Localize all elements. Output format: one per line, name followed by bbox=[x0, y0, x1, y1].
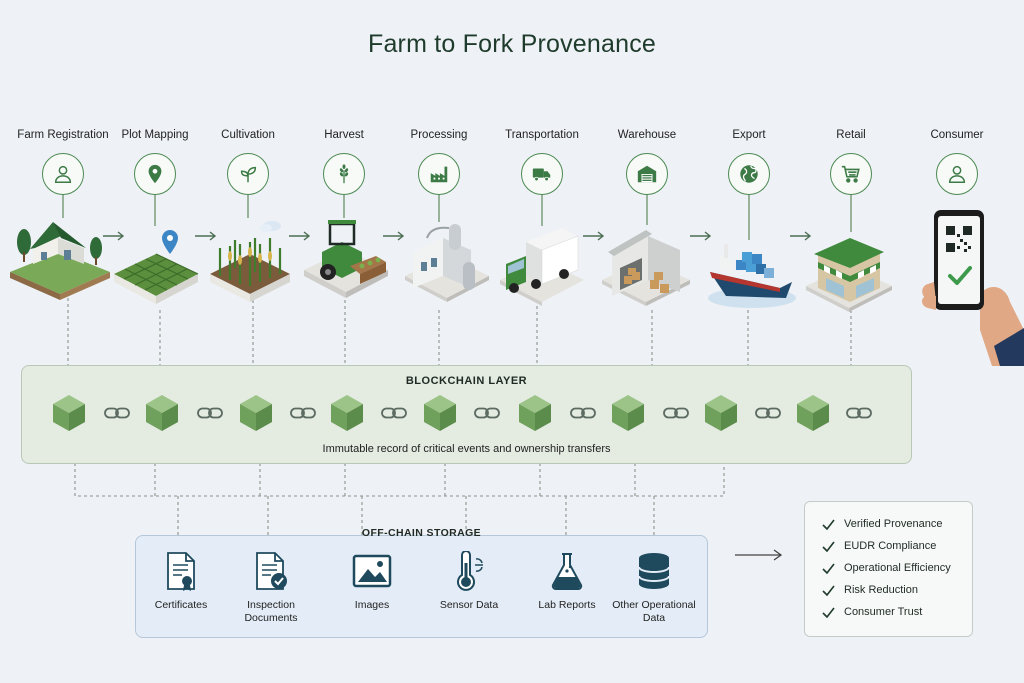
offchain-item-label: Certificates bbox=[154, 599, 208, 611]
harvest-tractor-illustration bbox=[304, 220, 388, 298]
flask-icon bbox=[551, 553, 583, 590]
chain-link-icon bbox=[663, 407, 689, 419]
chain-link-icon bbox=[570, 407, 596, 419]
stage-transportation: Transportation bbox=[495, 111, 589, 195]
stage-label: Consumer bbox=[930, 129, 984, 142]
blockchain-title: BLOCKCHAIN LAYER bbox=[405, 375, 528, 387]
shopping-cart-icon bbox=[830, 153, 872, 195]
image-icon bbox=[352, 554, 392, 588]
stage-label: Cultivation bbox=[221, 129, 275, 142]
thermometer-icon bbox=[457, 551, 483, 591]
truck-icon bbox=[521, 153, 563, 195]
stage-label: Harvest bbox=[324, 129, 364, 142]
database-icon bbox=[638, 553, 670, 589]
wheat-icon bbox=[323, 153, 365, 195]
check-icon bbox=[822, 607, 835, 618]
warehouse-illustration bbox=[602, 230, 690, 306]
stage-label: Retail bbox=[836, 129, 866, 142]
stage-retail: Retail bbox=[804, 111, 898, 195]
cultivation-field-illustration bbox=[210, 221, 290, 302]
plot-mapping-illustration bbox=[114, 230, 199, 304]
chain-link-icon bbox=[197, 407, 223, 419]
chain-link-icon bbox=[474, 407, 500, 419]
diagram-title: Farm to Fork Provenance bbox=[367, 30, 657, 58]
offchain-item-label: Lab Reports bbox=[538, 599, 596, 611]
chain-link-icon bbox=[104, 407, 130, 419]
stage-cultivation: Cultivation bbox=[201, 111, 295, 195]
block-cube-icon bbox=[612, 395, 644, 431]
benefit-item: Consumer Trust bbox=[822, 606, 922, 618]
stage-harvest: Harvest bbox=[297, 111, 391, 195]
certificate-icon bbox=[167, 552, 195, 591]
factory-icon bbox=[418, 153, 460, 195]
check-icon bbox=[822, 519, 835, 530]
benefit-label: Risk Reduction bbox=[844, 584, 918, 596]
benefit-label: EUDR Compliance bbox=[844, 540, 937, 552]
globe-icon bbox=[728, 153, 770, 195]
offchain-item-images: Images bbox=[327, 551, 417, 612]
stage-consumer: Consumer bbox=[910, 111, 1004, 195]
block-cube-icon bbox=[519, 395, 551, 431]
offchain-item-certificates: Certificates bbox=[136, 551, 226, 612]
check-icon bbox=[822, 541, 835, 552]
block-cube-icon bbox=[797, 395, 829, 431]
block-cube-icon bbox=[146, 395, 178, 431]
user-icon bbox=[42, 153, 84, 195]
cargo-ship-illustration bbox=[708, 244, 796, 308]
block-cube-icon bbox=[705, 395, 737, 431]
stage-warehouse: Warehouse bbox=[600, 111, 694, 195]
offchain-item-label: Sensor Data bbox=[439, 599, 499, 611]
stage-label: Processing bbox=[410, 129, 468, 142]
chain-link-icon bbox=[846, 407, 872, 419]
transport-truck-illustration bbox=[500, 228, 584, 306]
smartphone-qr-illustration bbox=[922, 210, 1024, 366]
stage-label: Warehouse bbox=[617, 129, 677, 142]
benefit-item: Verified Provenance bbox=[822, 518, 942, 530]
benefit-item: EUDR Compliance bbox=[822, 540, 936, 552]
benefit-item: Risk Reduction bbox=[822, 584, 918, 596]
offchain-item-lab-reports: Lab Reports bbox=[522, 551, 612, 612]
inspection-document-icon bbox=[256, 552, 287, 590]
check-icon bbox=[822, 585, 835, 596]
check-icon bbox=[822, 563, 835, 574]
stage-label: Transportation bbox=[505, 129, 579, 142]
offchain-item-label: Inspection Documents bbox=[244, 599, 298, 624]
offchain-item-label: Other Operational Data bbox=[612, 599, 696, 624]
user-icon bbox=[936, 153, 978, 195]
offchain-item-other-operational-data: Other Operational Data bbox=[609, 551, 699, 624]
offchain-item-sensor-data: Sensor Data bbox=[424, 551, 514, 612]
stage-plot-mapping: Plot Mapping bbox=[108, 111, 202, 195]
stage-processing: Processing bbox=[392, 111, 486, 195]
map-pin-icon bbox=[134, 153, 176, 195]
sprout-icon bbox=[227, 153, 269, 195]
benefits-panel: Verified Provenance EUDR Compliance Oper… bbox=[804, 501, 973, 637]
block-cube-icon bbox=[331, 395, 363, 431]
retail-store-illustration bbox=[806, 238, 892, 312]
benefit-item: Operational Efficiency bbox=[822, 562, 951, 574]
chain-link-icon bbox=[755, 407, 781, 419]
blockchain-subtitle: Immutable record of critical events and … bbox=[322, 443, 611, 455]
stage-label: Farm Registration bbox=[17, 129, 109, 142]
offchain-title: OFF-CHAIN STORAGE bbox=[361, 527, 482, 539]
block-cube-icon bbox=[424, 395, 456, 431]
block-cube-icon bbox=[240, 395, 272, 431]
benefit-label: Verified Provenance bbox=[844, 518, 943, 530]
benefit-label: Consumer Trust bbox=[844, 606, 923, 618]
chain-link-icon bbox=[290, 407, 316, 419]
processing-plant-illustration bbox=[405, 224, 489, 302]
stage-farm-registration: Farm Registration bbox=[16, 111, 110, 195]
chain-link-icon bbox=[381, 407, 407, 419]
farm-house-illustration bbox=[10, 222, 110, 300]
stage-export: Export bbox=[702, 111, 796, 195]
warehouse-icon bbox=[626, 153, 668, 195]
offchain-item-label: Images bbox=[354, 599, 390, 611]
offchain-item-inspection-documents: Inspection Documents bbox=[226, 551, 316, 624]
block-cube-icon bbox=[53, 395, 85, 431]
stage-label: Export bbox=[732, 129, 766, 142]
offchain-storage: OFF-CHAIN STORAGE Certificates Inspectio… bbox=[135, 527, 708, 638]
blockchain-layer: BLOCKCHAIN LAYER Im bbox=[21, 365, 912, 464]
stage-label: Plot Mapping bbox=[121, 129, 189, 142]
benefit-label: Operational Efficiency bbox=[844, 562, 951, 574]
